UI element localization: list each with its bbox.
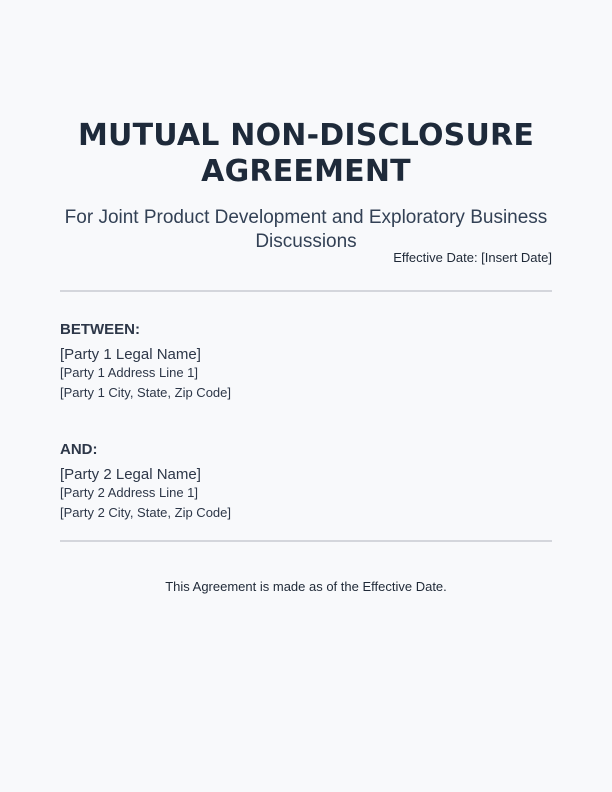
party-2-legal-name: [Party 2 Legal Name] <box>60 466 201 483</box>
party-2-heading: AND: <box>60 441 98 458</box>
party-2-city-state-zip: [Party 2 City, State, Zip Code] <box>60 505 231 520</box>
party-1-address-line-1: [Party 1 Address Line 1] <box>60 365 199 380</box>
document-page: MUTUAL NON-DISCLOSURE AGREEMENT For Join… <box>60 0 552 792</box>
party-2-address-line-1: [Party 2 Address Line 1] <box>60 485 199 500</box>
header-divider <box>60 290 552 292</box>
parties-divider <box>60 540 552 542</box>
intro-statement: This Agreement is made as of the Effecti… <box>165 579 447 594</box>
party-1-heading: BETWEEN: <box>60 321 140 338</box>
document-subtitle: For Joint Product Development and Explor… <box>64 207 548 252</box>
document-title: MUTUAL NON-DISCLOSURE AGREEMENT <box>77 118 535 189</box>
effective-date: Effective Date: [Insert Date] <box>393 250 552 265</box>
party-1-block: BETWEEN: [Party 1 Legal Name] [Party 1 A… <box>60 320 552 403</box>
party-1-city-state-zip: [Party 1 City, State, Zip Code] <box>60 385 231 400</box>
party-1-legal-name: [Party 1 Legal Name] <box>60 346 201 363</box>
party-2-block: AND: [Party 2 Legal Name] [Party 2 Addre… <box>60 440 552 523</box>
